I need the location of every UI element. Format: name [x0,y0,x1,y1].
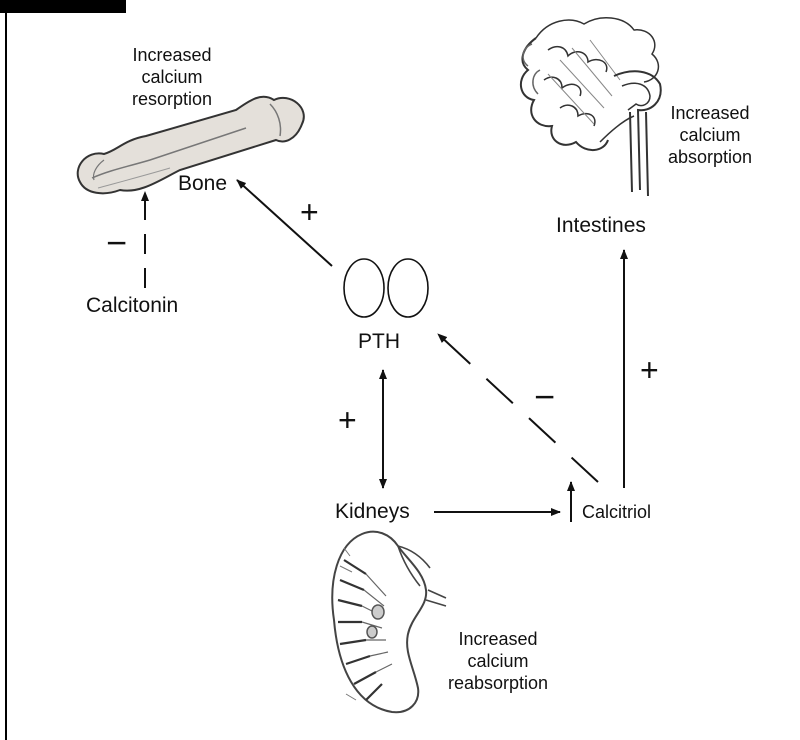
sign-pth-kidneys: + [338,402,357,439]
node-calcitonin: Calcitonin [86,294,178,318]
bone-effect-label: Increased calcium resorption [100,44,244,110]
node-calcitriol: Calcitriol [582,502,651,523]
sign-calcitriol-to-intestines: + [640,352,659,389]
sign-calcitonin-to-bone: − [106,222,127,264]
sign-calcitriol-to-pth: − [534,376,555,418]
node-pth: PTH [358,330,400,354]
node-kidneys: Kidneys [335,500,410,524]
parathyroid-left-gland [344,259,384,317]
arrow-calcitriol-to-pth [438,334,598,482]
corner-tab [0,0,126,13]
parathyroid-right-gland [388,259,428,317]
intestines-effect-label: Increased calcium absorption [650,102,770,168]
intestine-sketch-icon [521,18,661,196]
kidney-effect-label: Increased calcium reabsorption [428,628,568,694]
node-intestines: Intestines [556,214,646,238]
sign-pth-to-bone: + [300,194,319,231]
node-bone: Bone [178,172,227,196]
